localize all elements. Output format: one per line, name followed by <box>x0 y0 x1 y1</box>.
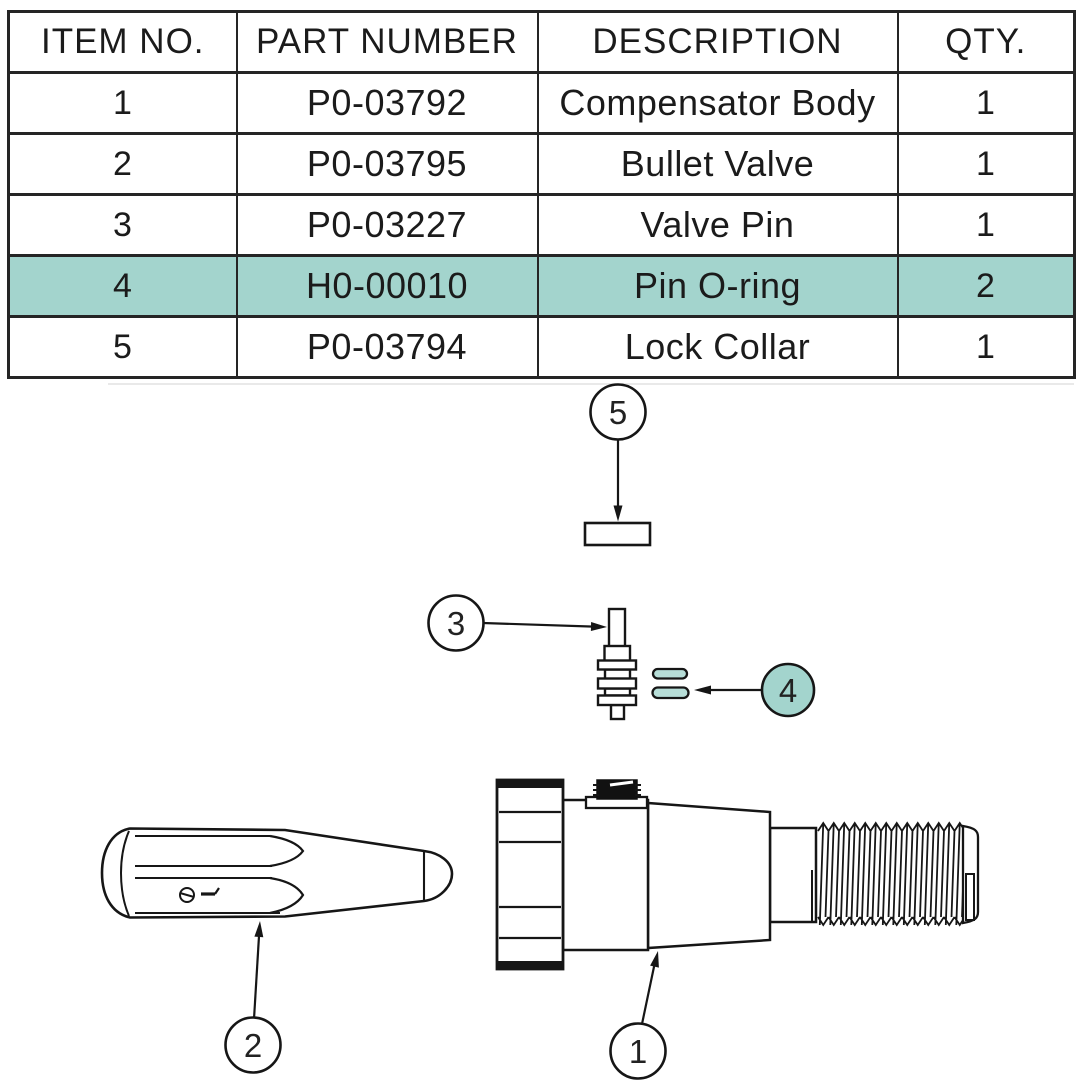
cell-item: 5 <box>7 315 238 379</box>
arrowhead-icon <box>694 685 711 695</box>
cell-description: Valve Pin <box>536 193 899 257</box>
balloon-5-label: 5 <box>609 394 627 431</box>
compensator-body-drawing <box>495 778 980 971</box>
oring-drawing <box>651 667 690 700</box>
cell-qty: 1 <box>896 193 1076 257</box>
cell-description: Pin O-ring <box>536 254 899 318</box>
balloon-3: 3 <box>427 594 607 652</box>
balloon-5: 5 <box>589 383 647 522</box>
header-part-number: PART NUMBER <box>235 10 539 74</box>
cell-description: Bullet Valve <box>536 132 899 196</box>
cell-item: 1 <box>7 71 238 135</box>
table-header-row: ITEM NO. PART NUMBER DESCRIPTION QTY. <box>7 10 1076 74</box>
balloon-4-label: 4 <box>779 672 797 709</box>
balloon-2-label: 2 <box>244 1027 262 1064</box>
balloon-3-label: 3 <box>447 605 465 642</box>
arrowhead-icon <box>590 622 607 631</box>
table-shadow-line <box>108 383 1074 385</box>
leader-line-3 <box>482 621 595 628</box>
lock-collar-drawing <box>583 521 652 547</box>
table-row: 3 P0-03227 Valve Pin 1 <box>7 193 1076 257</box>
cell-description: Lock Collar <box>536 315 899 379</box>
table-row: 5 P0-03794 Lock Collar 1 <box>7 315 1076 379</box>
cell-part-number: P0-03227 <box>235 193 539 257</box>
cell-part-number: P0-03795 <box>235 132 539 196</box>
balloon-4: 4 <box>694 662 816 718</box>
cell-item: 4 <box>7 254 238 318</box>
balloon-1-label: 1 <box>629 1033 647 1070</box>
balloon-1: 1 <box>609 951 667 1080</box>
header-item-no: ITEM NO. <box>7 10 238 74</box>
thread-lines <box>817 821 966 927</box>
valve-pin-drawing <box>596 607 638 721</box>
header-description: DESCRIPTION <box>536 10 899 74</box>
leader-line-2 <box>252 935 261 1020</box>
cell-part-number: P0-03792 <box>235 71 539 135</box>
balloon-2: 2 <box>224 921 282 1074</box>
cell-qty: 1 <box>896 71 1076 135</box>
cell-qty: 2 <box>896 254 1076 318</box>
table-row: 2 P0-03795 Bullet Valve 1 <box>7 132 1076 196</box>
arrowhead-icon <box>613 505 623 522</box>
bullet-valve-drawing <box>100 827 454 919</box>
table-row: 1 P0-03792 Compensator Body 1 <box>7 71 1076 135</box>
table-row-highlighted: 4 H0-00010 Pin O-ring 2 <box>7 254 1076 318</box>
leader-line-1 <box>640 961 657 1025</box>
cell-qty: 1 <box>896 132 1076 196</box>
arrowhead-icon <box>650 951 659 968</box>
cell-item: 3 <box>7 193 238 257</box>
arrowhead-icon <box>254 921 264 938</box>
cell-qty: 1 <box>896 315 1076 379</box>
header-qty: QTY. <box>896 10 1076 74</box>
cell-part-number: P0-03794 <box>235 315 539 379</box>
cell-description: Compensator Body <box>536 71 899 135</box>
cell-item: 2 <box>7 132 238 196</box>
cell-part-number: H0-00010 <box>235 254 539 318</box>
bom-table: ITEM NO. PART NUMBER DESCRIPTION QTY. 1 … <box>7 10 1076 379</box>
